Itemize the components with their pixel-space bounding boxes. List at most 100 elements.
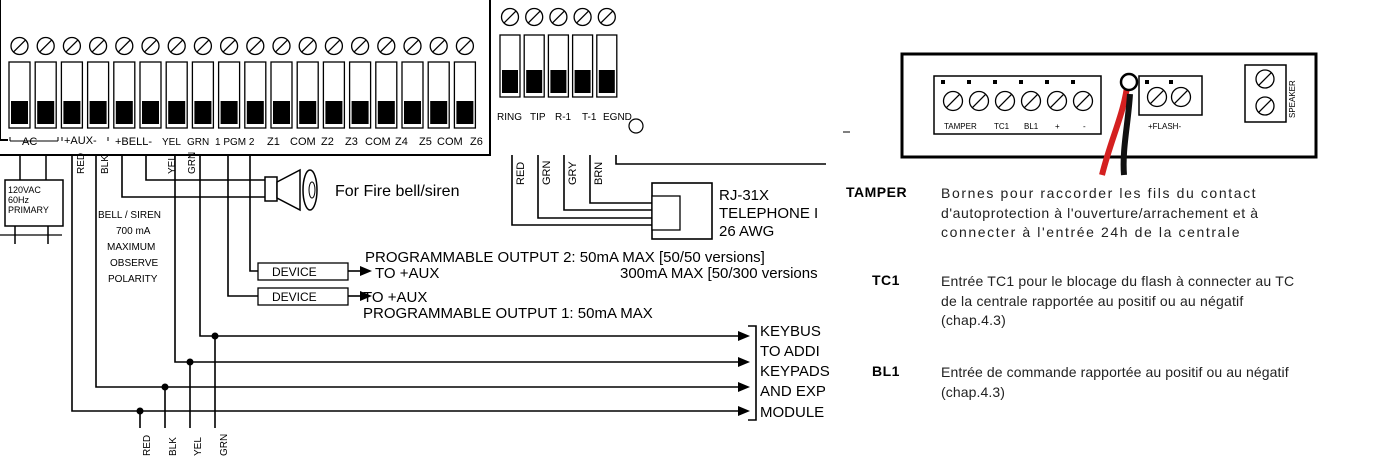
terminal-screw: [298, 36, 317, 56]
phone-terminal-screw: [573, 7, 592, 27]
terminal-block: [217, 61, 241, 129]
rj31x-line: 26 AWG: [719, 223, 774, 240]
definition-term: BL1: [872, 363, 900, 379]
bottom-grn-label: GRN: [219, 434, 230, 456]
terminal-screw: [193, 36, 213, 56]
phone-terminal-block: [596, 34, 618, 98]
device-box-pgm2: DEVICE: [257, 262, 349, 281]
z6-label: Z6: [470, 136, 483, 148]
phone-terminal-screw: [549, 7, 568, 27]
phone-terminal-screw: [525, 7, 544, 27]
bell-label: +BELL-: [115, 136, 152, 148]
transformer-frequency: 60Hz: [8, 195, 30, 205]
siren-icon: [264, 168, 318, 212]
to-aux-label: TO +AUX: [363, 289, 427, 306]
phone-terminal-screw: [500, 7, 520, 27]
speaker-screw: [1255, 96, 1275, 116]
t1-label: T-1: [582, 112, 597, 123]
terminal-screw: [167, 36, 186, 56]
terminal-screw: [36, 36, 55, 56]
egnd-screw: [628, 118, 644, 134]
bell-note-line: BELL / SIREN: [98, 210, 161, 221]
pgm2-line1: PROGRAMMABLE OUTPUT 2: 50mA MAX [50/50 v…: [365, 249, 765, 266]
keybus-line: MODULE: [760, 404, 824, 421]
yel-terminal-label: YEL: [162, 137, 181, 148]
terminal-screw: [10, 36, 29, 56]
bottom-red-label: RED: [142, 435, 153, 456]
terminal-screw: [219, 36, 239, 56]
keybus-line: TO ADDI: [760, 343, 820, 360]
transformer-primary: PRIMARY: [8, 205, 49, 215]
blk-wire-label: BLK: [100, 155, 111, 174]
bottom-blk-label: BLK: [168, 437, 179, 456]
bottom-yel-label: YEL: [193, 437, 204, 456]
terminal-block: [427, 61, 450, 129]
module-bl1-label: BL1: [1024, 122, 1039, 131]
definition-line: Bornes pour raccorder les fils du contac…: [941, 185, 1258, 201]
terminal-screw: [350, 36, 370, 56]
terminal-block: [244, 61, 267, 129]
definition-line: (chap.4.3): [941, 383, 1006, 400]
terminal-screw: [429, 36, 448, 56]
z2-label: Z2: [321, 136, 334, 148]
terminal-block: [348, 61, 372, 129]
device-label: DEVICE: [272, 290, 317, 304]
module-screws: [941, 69, 1275, 116]
phone-terminal-block: [523, 34, 545, 98]
tip-label: TIP: [530, 112, 546, 123]
keybus-label: KEYBUS TO ADDI KEYPADS AND EXP MODULE: [760, 323, 830, 421]
ring-label: RING: [497, 112, 522, 123]
definition-line: Entrée TC1 pour le blocage du flash à co…: [941, 273, 1295, 289]
z1-label: Z1: [267, 136, 280, 148]
module-speaker-label: SPEAKER: [1288, 80, 1297, 118]
module-flash-label: +FLASH-: [1148, 122, 1181, 131]
module-minus-label: -: [1083, 122, 1086, 131]
phone-gry-label: GRY: [567, 161, 579, 185]
to-aux-label: TO +AUX: [375, 265, 439, 282]
cable-grommet: [1119, 72, 1139, 92]
ac-label: AC: [22, 136, 37, 148]
terminal-screw: [377, 36, 396, 56]
terminal-screw: [141, 36, 160, 56]
fire-bell-label: For Fire bell/siren: [335, 183, 459, 200]
main-terminal-strip: [8, 36, 477, 129]
yel-wire-label: YEL: [167, 155, 178, 174]
module-screw: [1046, 90, 1068, 112]
terminal-block: [191, 61, 215, 129]
rj31x-line: RJ-31X: [719, 187, 769, 204]
z3-label: Z3: [345, 136, 358, 148]
flash-module: TAMPER TC1 BL1 + - +FLASH- SPEAKER: [900, 52, 1318, 176]
module-screw: [942, 90, 964, 112]
terminal-block: [453, 61, 477, 129]
transformer-voltage: 120VAC: [8, 185, 41, 195]
definition-line: de la centrale rapportée au positif ou a…: [941, 292, 1244, 309]
panel-outline: [0, 0, 491, 156]
terminal-screw: [455, 36, 475, 56]
keybus-line: KEYPADS: [760, 363, 830, 380]
wires: [71, 155, 826, 428]
terminal-block: [322, 61, 346, 129]
arrowheads: [136, 266, 750, 416]
bell-note-line: OBSERVE: [110, 258, 158, 269]
phone-terminal-strip: [499, 7, 618, 98]
pgm1-line: PROGRAMMABLE OUTPUT 1: 50mA MAX: [363, 305, 653, 322]
red-wire-label: RED: [76, 153, 87, 174]
z4-label: Z4: [395, 136, 408, 148]
r1-label: R-1: [555, 112, 572, 123]
terminal-block: [401, 61, 424, 129]
definition-line: Entrée de commande rapportée au positif …: [941, 364, 1289, 380]
pgm-terminal-label: 1 PGM 2: [215, 137, 255, 148]
phone-grn-label: GRN: [541, 161, 553, 186]
com2-label: COM: [365, 136, 391, 148]
terminal-block: [165, 61, 188, 129]
phone-red-label: RED: [515, 162, 527, 185]
phone-terminal-screw: [597, 7, 616, 27]
bell-note: BELL / SIREN 700 mA MAXIMUM OBSERVE POLA…: [98, 210, 161, 285]
rj31x-jack: [651, 182, 713, 240]
terminal-block: [375, 61, 398, 129]
terminal-block: [139, 61, 162, 129]
phone-terminal-labels: RING TIP R-1 T-1 EGND: [497, 112, 632, 123]
terminal-block: [86, 61, 110, 129]
device-label: DEVICE: [272, 265, 317, 279]
